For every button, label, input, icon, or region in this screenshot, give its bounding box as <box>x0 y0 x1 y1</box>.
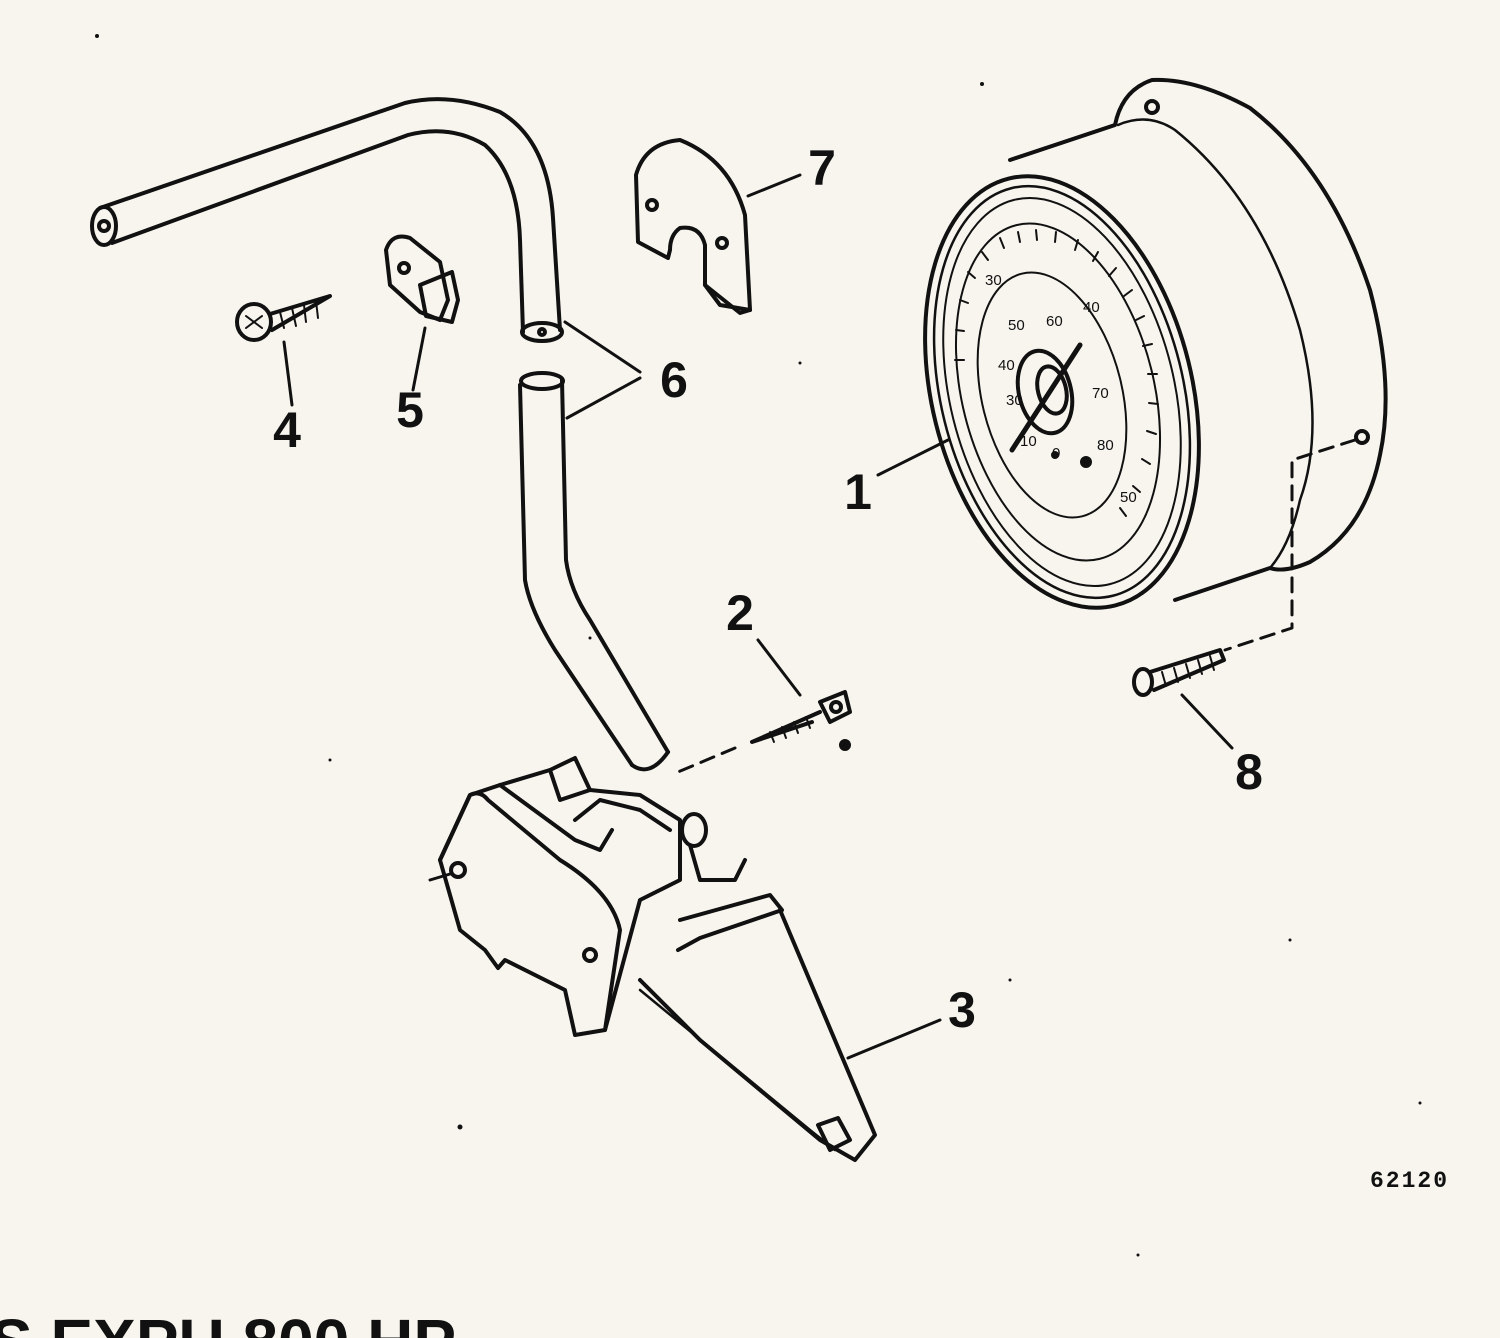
svg-text:30: 30 <box>985 272 1002 289</box>
drawing-number: 62120 <box>1370 1168 1450 1194</box>
pickup-part-3 <box>428 756 942 1162</box>
scan-speckles <box>95 34 1422 1257</box>
assembly-dashed-line <box>1223 438 1357 652</box>
svg-text:60: 60 <box>1046 313 1063 330</box>
retainer-part-7 <box>634 138 802 315</box>
screw-part-2 <box>676 638 852 774</box>
callout-3: 3 <box>948 982 976 1038</box>
callout-5: 5 <box>396 382 424 438</box>
svg-text:50: 50 <box>1120 489 1137 506</box>
screw-part-8 <box>1132 648 1234 750</box>
dial-ticks <box>954 229 1159 517</box>
callout-8: 8 <box>1235 744 1263 800</box>
svg-text:0: 0 <box>1052 445 1060 462</box>
callout-4: 4 <box>273 402 301 458</box>
svg-text:30: 30 <box>1006 392 1023 409</box>
gauge-part-1: 30 40 70 80 50 50 60 40 30 10 0 <box>876 77 1388 610</box>
callout-1: 1 <box>844 464 872 520</box>
svg-text:70: 70 <box>1092 385 1109 402</box>
svg-text:40: 40 <box>998 357 1015 374</box>
clip-part-5 <box>384 234 460 392</box>
svg-text:80: 80 <box>1097 437 1114 454</box>
hose-lower <box>518 371 670 772</box>
hose-upper <box>90 97 564 343</box>
dial-outer-numerals: 30 40 70 80 50 <box>985 272 1137 506</box>
callout-6-leaders <box>563 320 642 420</box>
svg-text:10: 10 <box>1020 433 1037 450</box>
dial-inner-numerals: 50 60 40 30 10 0 <box>998 313 1063 462</box>
cropped-caption: S EXPU 800 HP <box>0 1310 456 1338</box>
screw-part-4 <box>235 294 332 407</box>
callout-2: 2 <box>726 585 754 641</box>
callout-7: 7 <box>808 140 836 196</box>
svg-text:50: 50 <box>1008 317 1025 334</box>
callout-6: 6 <box>660 352 688 408</box>
svg-text:40: 40 <box>1083 299 1100 316</box>
